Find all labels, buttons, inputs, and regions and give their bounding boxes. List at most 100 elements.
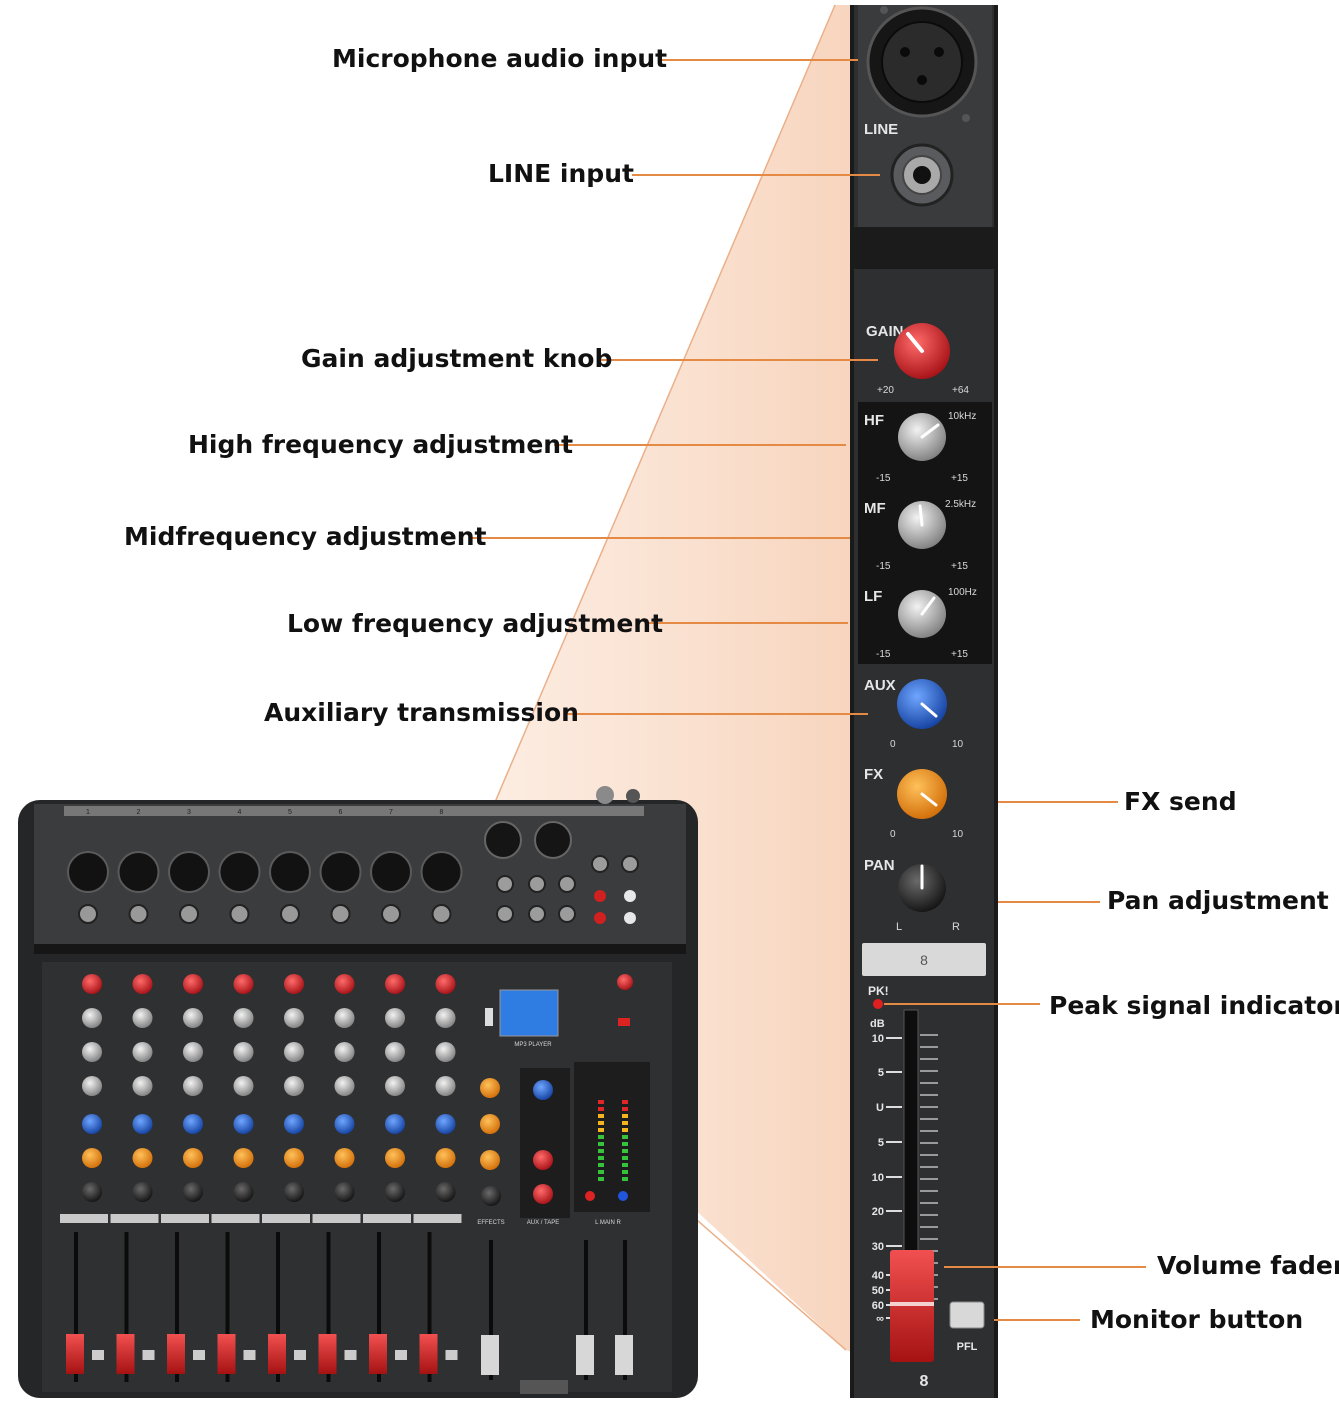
mixer-knob[interactable]	[82, 1182, 102, 1202]
callout-lf-adjust: Low frequency adjustment	[287, 609, 664, 638]
mixer-pfl-button[interactable]	[193, 1350, 205, 1360]
mixer-fader-cap[interactable]	[217, 1334, 236, 1374]
pan-knob[interactable]	[898, 864, 946, 912]
mixer-fader-cap[interactable]	[116, 1334, 135, 1374]
mixer-knob[interactable]	[183, 1182, 203, 1202]
mixer-knob[interactable]	[284, 1076, 304, 1096]
mixer-pfl-button[interactable]	[92, 1350, 104, 1360]
mixer-pfl-button[interactable]	[142, 1350, 155, 1360]
mixer-knob[interactable]	[82, 1114, 102, 1134]
fader-scale-label: 5	[878, 1137, 884, 1149]
aux-knob[interactable]	[897, 679, 947, 729]
mixer-fader-cap[interactable]	[369, 1334, 387, 1374]
mixer-fader-cap[interactable]	[167, 1334, 185, 1374]
mixer-knob[interactable]	[435, 1148, 456, 1168]
mixer-output-jack	[528, 905, 546, 923]
mixer-master-fader-cap[interactable]	[615, 1335, 633, 1375]
mixer-knob[interactable]	[334, 1114, 355, 1134]
mixer-knob[interactable]	[284, 1042, 304, 1062]
mixer-knob[interactable]	[385, 1076, 405, 1096]
mixer-pfl-button[interactable]	[243, 1350, 256, 1360]
mixer-master-fader-cap[interactable]	[481, 1335, 499, 1375]
mixer-knob[interactable]	[82, 974, 102, 994]
mixer-master-fader-cap[interactable]	[576, 1335, 594, 1375]
mixer-knob[interactable]	[183, 1008, 203, 1028]
pfl-button[interactable]	[949, 1301, 985, 1329]
mixer-knob[interactable]	[82, 1008, 102, 1028]
mp3-player-label: MP3 PLAYER	[514, 1042, 552, 1048]
mixer-knob[interactable]	[435, 974, 456, 994]
mixer-knob[interactable]	[82, 1042, 102, 1062]
mixer-knob[interactable]	[284, 1008, 304, 1028]
mixer-output-jack	[591, 855, 609, 873]
mixer-knob[interactable]	[385, 1182, 405, 1202]
mixer-knob[interactable]	[435, 1182, 456, 1202]
mixer-knob[interactable]	[385, 1114, 405, 1134]
mixer-fader-cap[interactable]	[66, 1334, 84, 1374]
mixer-pfl-button[interactable]	[344, 1350, 357, 1360]
mixer-knob[interactable]	[132, 1148, 153, 1168]
mixer-knob[interactable]	[334, 1008, 355, 1028]
mixer-knob[interactable]	[385, 1008, 405, 1028]
mixer-tape-knob[interactable]	[533, 1150, 553, 1170]
mixer-line-jack	[431, 904, 452, 924]
mixer-knob[interactable]	[183, 1042, 203, 1062]
mixer-knob[interactable]	[132, 1076, 153, 1096]
mixer-knob[interactable]	[233, 1182, 254, 1202]
fx-knob[interactable]	[897, 769, 947, 819]
mixer-knob[interactable]	[183, 974, 203, 994]
mixer-knob[interactable]	[233, 1114, 254, 1134]
mixer-knob[interactable]	[334, 974, 355, 994]
lf-knob[interactable]	[898, 590, 946, 638]
mixer-pfl-button[interactable]	[294, 1350, 306, 1360]
mixer-knob[interactable]	[82, 1148, 102, 1168]
mixer-knob[interactable]	[435, 1114, 456, 1134]
mixer-knob[interactable]	[183, 1114, 203, 1134]
mixer-knob[interactable]	[334, 1182, 355, 1202]
mixer-knob[interactable]	[233, 1008, 254, 1028]
mixer-fader-cap[interactable]	[268, 1334, 286, 1374]
mixer-effects-knob[interactable]	[481, 1186, 501, 1206]
mixer-knob[interactable]	[435, 1076, 456, 1096]
mixer-pfl-button[interactable]	[395, 1350, 407, 1360]
mixer-knob[interactable]	[435, 1042, 456, 1062]
hf-knob[interactable]	[898, 413, 946, 461]
mixer-knob[interactable]	[385, 974, 405, 994]
mixer-knob[interactable]	[132, 1114, 153, 1134]
mixer-knob[interactable]	[233, 1076, 254, 1096]
mixer-knob[interactable]	[284, 1148, 304, 1168]
volume-fader-cap[interactable]	[890, 1250, 934, 1362]
mixer-xlr-jack	[67, 851, 109, 893]
mixer-knob[interactable]	[385, 1042, 405, 1062]
mixer-knob[interactable]	[284, 1182, 304, 1202]
mixer-knob[interactable]	[132, 1008, 153, 1028]
mixer-fader-cap[interactable]	[419, 1334, 438, 1374]
mixer-knob[interactable]	[132, 1042, 153, 1062]
mixer-phones-knob[interactable]	[533, 1184, 553, 1204]
mixer-effects-knob[interactable]	[480, 1150, 500, 1170]
mixer-fader-cap[interactable]	[318, 1334, 337, 1374]
mixer-knob[interactable]	[82, 1076, 102, 1096]
mixer-effects-knob[interactable]	[480, 1078, 500, 1098]
mixer-knob[interactable]	[284, 1114, 304, 1134]
gain-knob[interactable]	[894, 323, 950, 379]
mixer-channel: 5	[262, 809, 311, 1382]
mixer-effects-select-knob[interactable]	[533, 1080, 553, 1100]
mf-knob[interactable]	[898, 501, 946, 549]
mixer-channel: 8	[413, 809, 463, 1382]
mixer-knob[interactable]	[334, 1148, 355, 1168]
mixer-effects-knob[interactable]	[480, 1114, 500, 1134]
mixer-knob[interactable]	[132, 1182, 153, 1202]
mixer-knob[interactable]	[284, 974, 304, 994]
mixer-knob[interactable]	[233, 974, 254, 994]
mixer-knob[interactable]	[334, 1042, 355, 1062]
mixer-pfl-button[interactable]	[445, 1350, 458, 1360]
mixer-knob[interactable]	[183, 1148, 203, 1168]
mixer-knob[interactable]	[435, 1008, 456, 1028]
mixer-knob[interactable]	[183, 1076, 203, 1096]
mixer-knob[interactable]	[132, 974, 153, 994]
mixer-knob[interactable]	[233, 1042, 254, 1062]
mixer-knob[interactable]	[385, 1148, 405, 1168]
mixer-knob[interactable]	[334, 1076, 355, 1096]
mixer-knob[interactable]	[233, 1148, 254, 1168]
